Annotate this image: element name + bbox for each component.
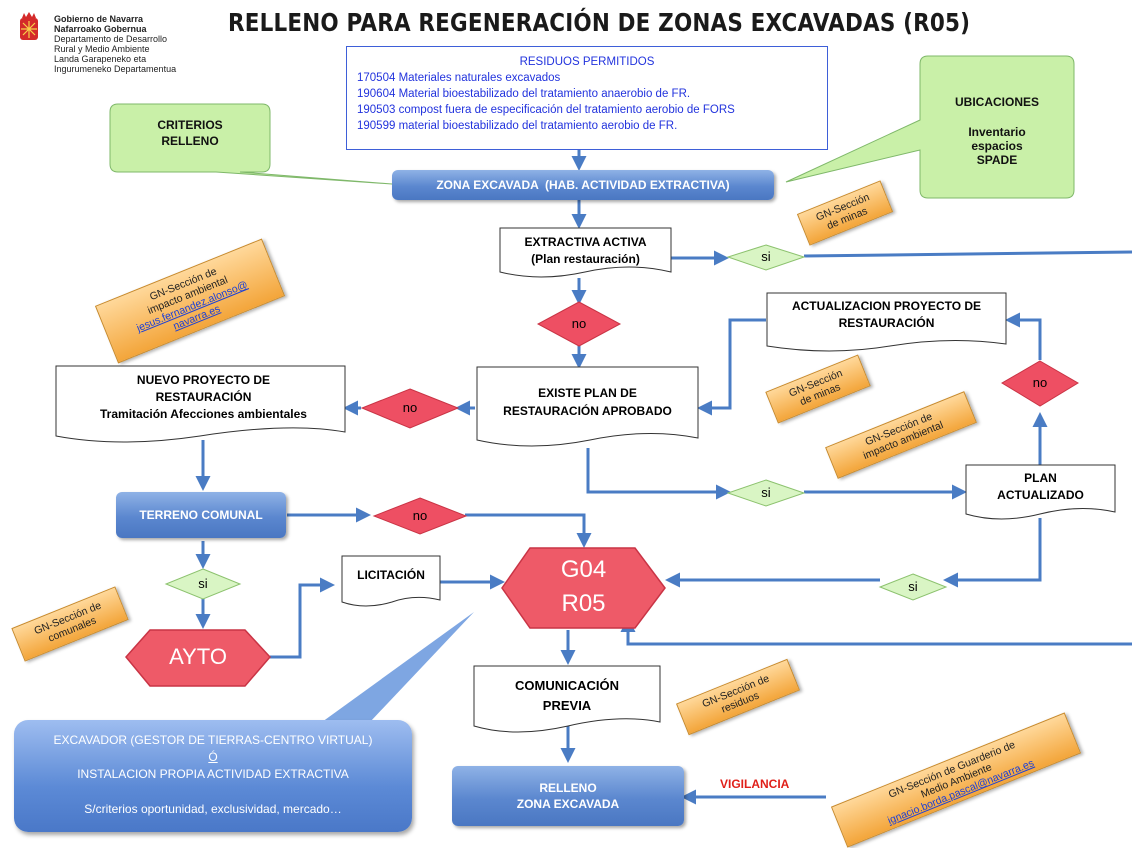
decision-si-1: [726, 244, 806, 271]
connector: [1005, 312, 1042, 360]
callout-line: espacios: [971, 139, 1023, 153]
decision-label: no: [571, 316, 587, 331]
callout-line: CRITERIOS: [157, 118, 223, 132]
logo-line: Departamento de Desarrollo: [54, 34, 168, 44]
doc-licitacion: [341, 555, 441, 607]
logo-line: Nafarroako Gobernua: [54, 24, 147, 34]
ayto-hexagon: [125, 629, 272, 687]
actualizacion-proyecto-text: ACTUALIZACION PROYECTO DE RESTAURACIÓN: [767, 298, 1006, 332]
decision-label: si: [198, 576, 208, 591]
callout-line: SPADE: [976, 153, 1018, 167]
criterios-callout-text: CRITERIOS RELLENO: [110, 118, 270, 148]
excavador-line: INSTALACION PROPIA ACTIVIDAD EXTRACTIVA: [77, 767, 349, 781]
residuo-item: 190604 Material bioestabilizado del trat…: [357, 88, 691, 100]
connector: [465, 513, 592, 548]
node-line: G04: [560, 556, 607, 583]
excavador-line: EXCAVADOR (GESTOR DE TIERRAS-CENTRO VIRT…: [53, 733, 373, 747]
ayto-label: AYTO: [169, 644, 227, 669]
decision-label: no: [1032, 375, 1048, 390]
node-line: RESTAURACIÓN: [838, 316, 935, 330]
residuo-item: 190599 material bioestabilizado del trat…: [357, 120, 678, 132]
excavador-line: S/criterios oportunidad, exclusividad, m…: [84, 802, 342, 816]
node-line: R05: [561, 590, 606, 617]
decision-label: si: [908, 579, 918, 594]
node-line: NUEVO PROYECTO DE: [136, 373, 271, 387]
node-line: RESTAURACIÓN APROBADO: [503, 404, 672, 418]
node-line: RELLENO: [539, 781, 597, 795]
residuo-item: 170504 Materiales naturales excavados: [357, 72, 561, 84]
terreno-comunal-box: TERRENO COMUNAL: [116, 492, 286, 538]
logo-line: Ingurumeneko Departamentua: [54, 64, 177, 74]
decision-label: si: [761, 249, 771, 264]
node-line: COMUNICACIÓN: [515, 678, 619, 693]
nuevo-proyecto-text: NUEVO PROYECTO DE RESTAURACIÓN Tramitaci…: [62, 372, 345, 423]
node-line: EXISTE PLAN DE: [538, 386, 637, 400]
doc-actualizacion: [766, 292, 1007, 352]
relleno-zona-box: RELLENO ZONA EXCAVADA: [452, 766, 684, 826]
logo: [8, 12, 50, 52]
callout-line: RELLENO: [161, 134, 219, 148]
connector: [586, 448, 731, 500]
logo-line: Landa Garapeneko eta: [54, 54, 147, 64]
logo-text: Gobierno de Navarra Nafarroako Gobernua …: [54, 14, 176, 74]
node-line: PREVIA: [542, 698, 592, 713]
page-title: RELLENO PARA REGENERACIÓN DE ZONAS EXCAV…: [228, 8, 971, 37]
ubicaciones-callout-text: UBICACIONES Inventario espacios SPADE: [920, 95, 1074, 167]
callout-criterios: [109, 103, 393, 185]
decision-si-4: [878, 573, 948, 601]
decision-no-1: [536, 301, 622, 347]
node-line: EXTRACTIVA ACTIVA: [524, 235, 647, 249]
coat-of-arms-icon: [20, 12, 38, 40]
g04-hexagon: [501, 547, 666, 629]
residuos-header: RESIDUOS PERMITIDOS: [519, 56, 655, 68]
decision-no-4: [372, 497, 468, 535]
node-line: (Plan restauración): [531, 252, 640, 266]
existe-plan-text: EXISTE PLAN DE RESTAURACIÓN APROBADO: [477, 384, 698, 420]
residuos-permitidos-box: RESIDUOS PERMITIDOS 170504 Materiales na…: [346, 46, 828, 150]
g04-r05-label: G04 R05: [502, 553, 665, 621]
excavador-box: EXCAVADOR (GESTOR DE TIERRAS-CENTRO VIRT…: [14, 720, 412, 832]
decision-label: no: [402, 400, 418, 415]
node-line: Tramitación Afecciones ambientales: [100, 407, 307, 421]
callout-ubicaciones: [785, 55, 1075, 199]
connector: [697, 318, 766, 416]
logo-line: Rural y Medio Ambiente: [54, 44, 150, 54]
node-line: ACTUALIZADO: [997, 488, 1084, 502]
callout-line: Inventario: [968, 125, 1026, 139]
licitacion-text: LICITACIÓN: [357, 568, 425, 582]
decision-si-2: [726, 479, 806, 507]
doc-extractiva: [499, 227, 672, 278]
connector: [270, 577, 335, 659]
plan-actualizado-text: PLAN ACTUALIZADO: [966, 470, 1115, 504]
node-line: PLAN: [1024, 471, 1057, 485]
excavador-pointer: [322, 612, 474, 722]
excavador-line: Ó: [208, 750, 218, 764]
decision-no-2: [360, 388, 460, 429]
doc-nuevo: [55, 365, 346, 443]
doc-existe: [476, 366, 699, 447]
decision-label: si: [761, 485, 771, 500]
vigilancia-label: VIGILANCIA: [720, 777, 790, 791]
extractiva-activa-text: EXTRACTIVA ACTIVA (Plan restauración): [500, 234, 671, 268]
zona-excavada-box: ZONA EXCAVADA (HAB. ACTIVIDAD EXTRACTIVA…: [392, 170, 774, 200]
doc-plan: [965, 464, 1116, 520]
decision-label: no: [412, 508, 428, 523]
logo-line: Gobierno de Navarra: [54, 14, 144, 24]
connector: [943, 518, 1042, 588]
node-line: RESTAURACIÓN: [155, 390, 252, 404]
comunicacion-previa-text: COMUNICACIÓN PREVIA: [474, 676, 660, 716]
residuo-item: 190503 compost fuera de especificación d…: [357, 104, 735, 116]
connector: [803, 250, 1132, 258]
node-line: ACTUALIZACION PROYECTO DE: [791, 299, 982, 313]
doc-comunicacion: [473, 665, 661, 733]
callout-line: UBICACIONES: [954, 95, 1039, 109]
node-line: ZONA EXCAVADA: [516, 797, 620, 811]
decision-no-3: [1001, 360, 1079, 407]
connector: [620, 617, 1132, 646]
decision-si-3: [164, 568, 242, 600]
